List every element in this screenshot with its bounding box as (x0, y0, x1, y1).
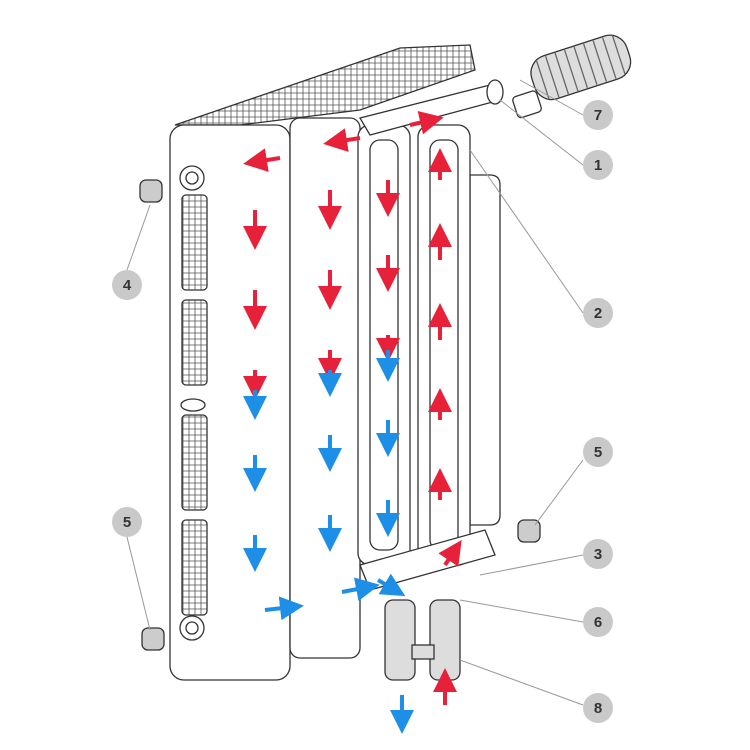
callout-2: 2 (583, 298, 613, 328)
callout-3: 3 (583, 539, 613, 569)
callout-6: 6 (583, 607, 613, 637)
bottom-valve-right (429, 599, 461, 681)
plug-top-left (139, 179, 163, 203)
callout-8: 8 (583, 693, 613, 723)
callout-5-right: 5 (583, 437, 613, 467)
bottom-valve-left (384, 599, 416, 681)
plug-bottom-left (141, 627, 165, 651)
thermostatic-head (512, 34, 632, 119)
callout-5-left: 5 (112, 507, 142, 537)
callout-1: 1 (583, 150, 613, 180)
flow-arrows (243, 110, 462, 734)
back-panel (469, 174, 501, 526)
callout-4: 4 (112, 270, 142, 300)
second-section (289, 117, 361, 659)
callout-7: 7 (583, 100, 613, 130)
plug-right (517, 519, 541, 543)
